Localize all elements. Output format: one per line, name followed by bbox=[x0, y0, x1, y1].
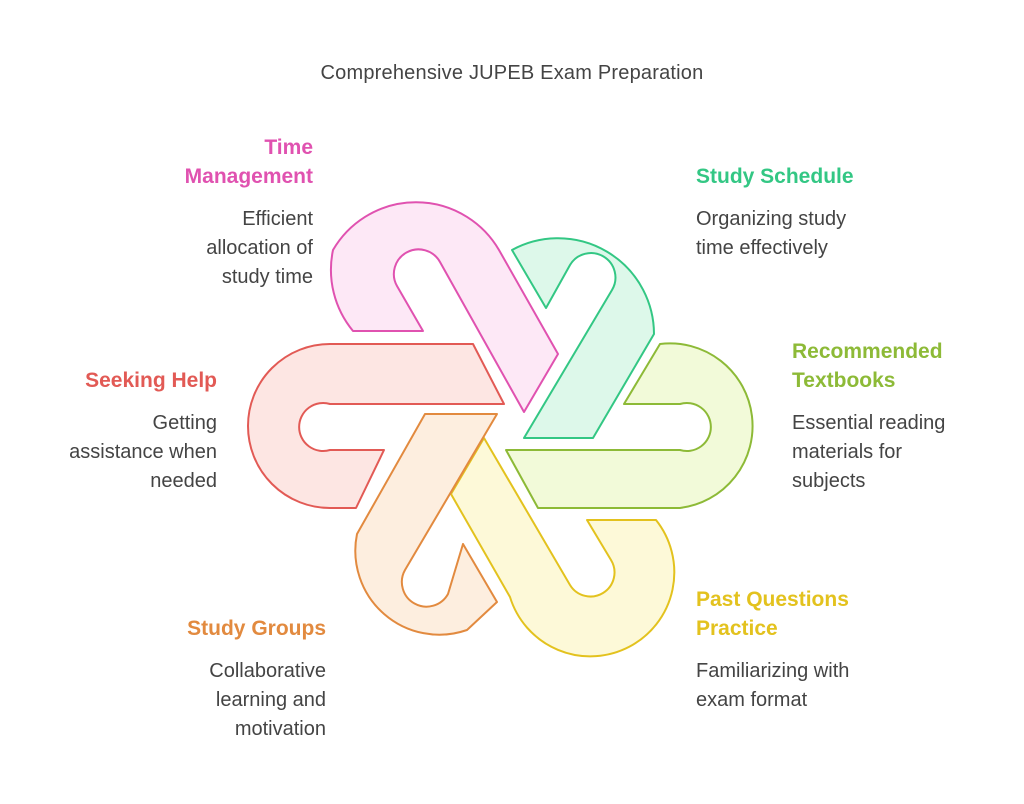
item-study-schedule: Study Schedule Organizing study time eff… bbox=[696, 162, 996, 263]
item-description: Organizing study time effectively bbox=[696, 208, 847, 259]
item-recommended-textbooks: Recommended Textbooks Essential reading … bbox=[792, 337, 1024, 496]
hook-study-groups bbox=[354, 413, 498, 636]
item-description: Essential reading materials for subjects bbox=[792, 412, 946, 492]
item-study-groups: Study Groups Collaborative learning and … bbox=[26, 614, 326, 744]
hook-seeking-help bbox=[247, 343, 505, 509]
hook-recommended-textbooks bbox=[505, 342, 754, 509]
item-heading: Seeking Help bbox=[85, 369, 217, 392]
item-heading: Study Schedule bbox=[696, 165, 854, 188]
hook-past-questions bbox=[450, 437, 676, 658]
item-heading: Time Management bbox=[184, 136, 313, 188]
item-past-questions-practice: Past Questions Practice Familiarizing wi… bbox=[696, 585, 996, 715]
hook-time-management bbox=[330, 201, 559, 413]
item-seeking-help: Seeking Help Getting assistance when nee… bbox=[0, 366, 217, 496]
item-heading: Study Groups bbox=[187, 617, 326, 640]
item-heading: Recommended Textbooks bbox=[792, 340, 943, 392]
item-heading: Past Questions Practice bbox=[696, 588, 849, 640]
item-time-management: Time Management Efficient allocation of … bbox=[13, 133, 313, 292]
item-description: Familiarizing with exam format bbox=[696, 660, 850, 711]
hook-study-schedule bbox=[511, 237, 655, 439]
item-description: Efficient allocation of study time bbox=[206, 208, 313, 288]
item-description: Collaborative learning and motivation bbox=[209, 660, 326, 740]
item-description: Getting assistance when needed bbox=[69, 412, 217, 492]
diagram-title: Comprehensive JUPEB Exam Preparation bbox=[320, 62, 704, 84]
